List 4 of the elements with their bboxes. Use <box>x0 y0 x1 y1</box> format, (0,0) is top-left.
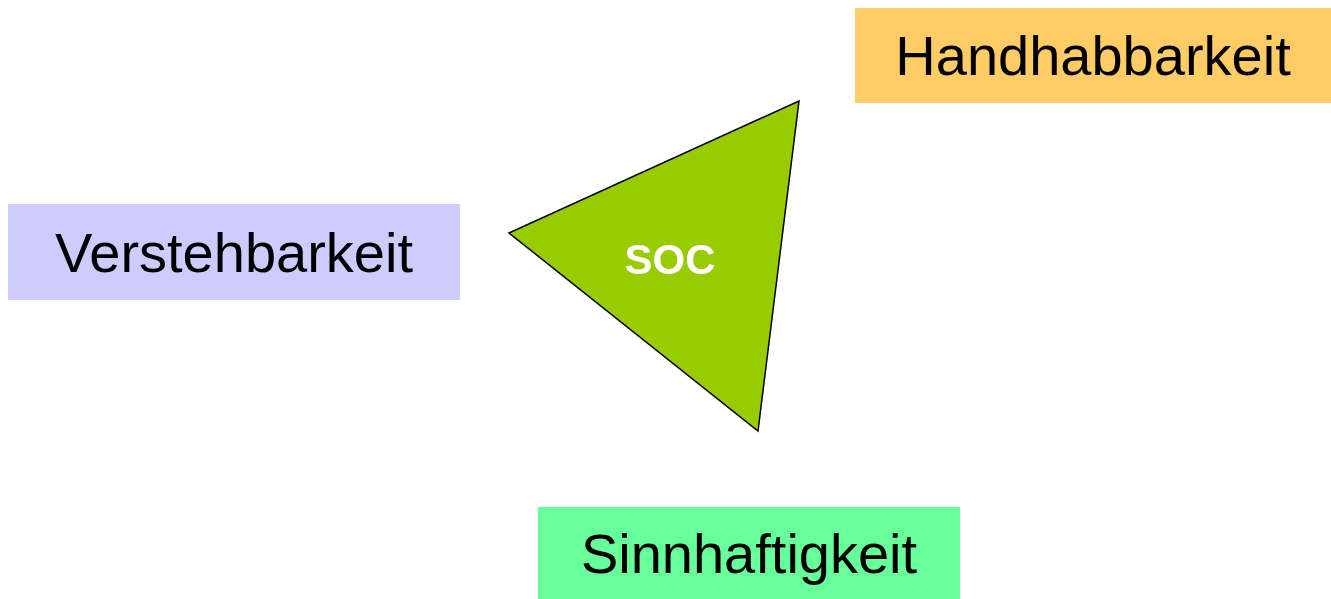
concept-box: Handhabbarkeit <box>855 8 1331 103</box>
concept-box: Sinnhaftigkeit <box>538 507 960 599</box>
triangle-label: SOC <box>624 236 716 284</box>
concept-box: Verstehbarkeit <box>8 204 460 300</box>
